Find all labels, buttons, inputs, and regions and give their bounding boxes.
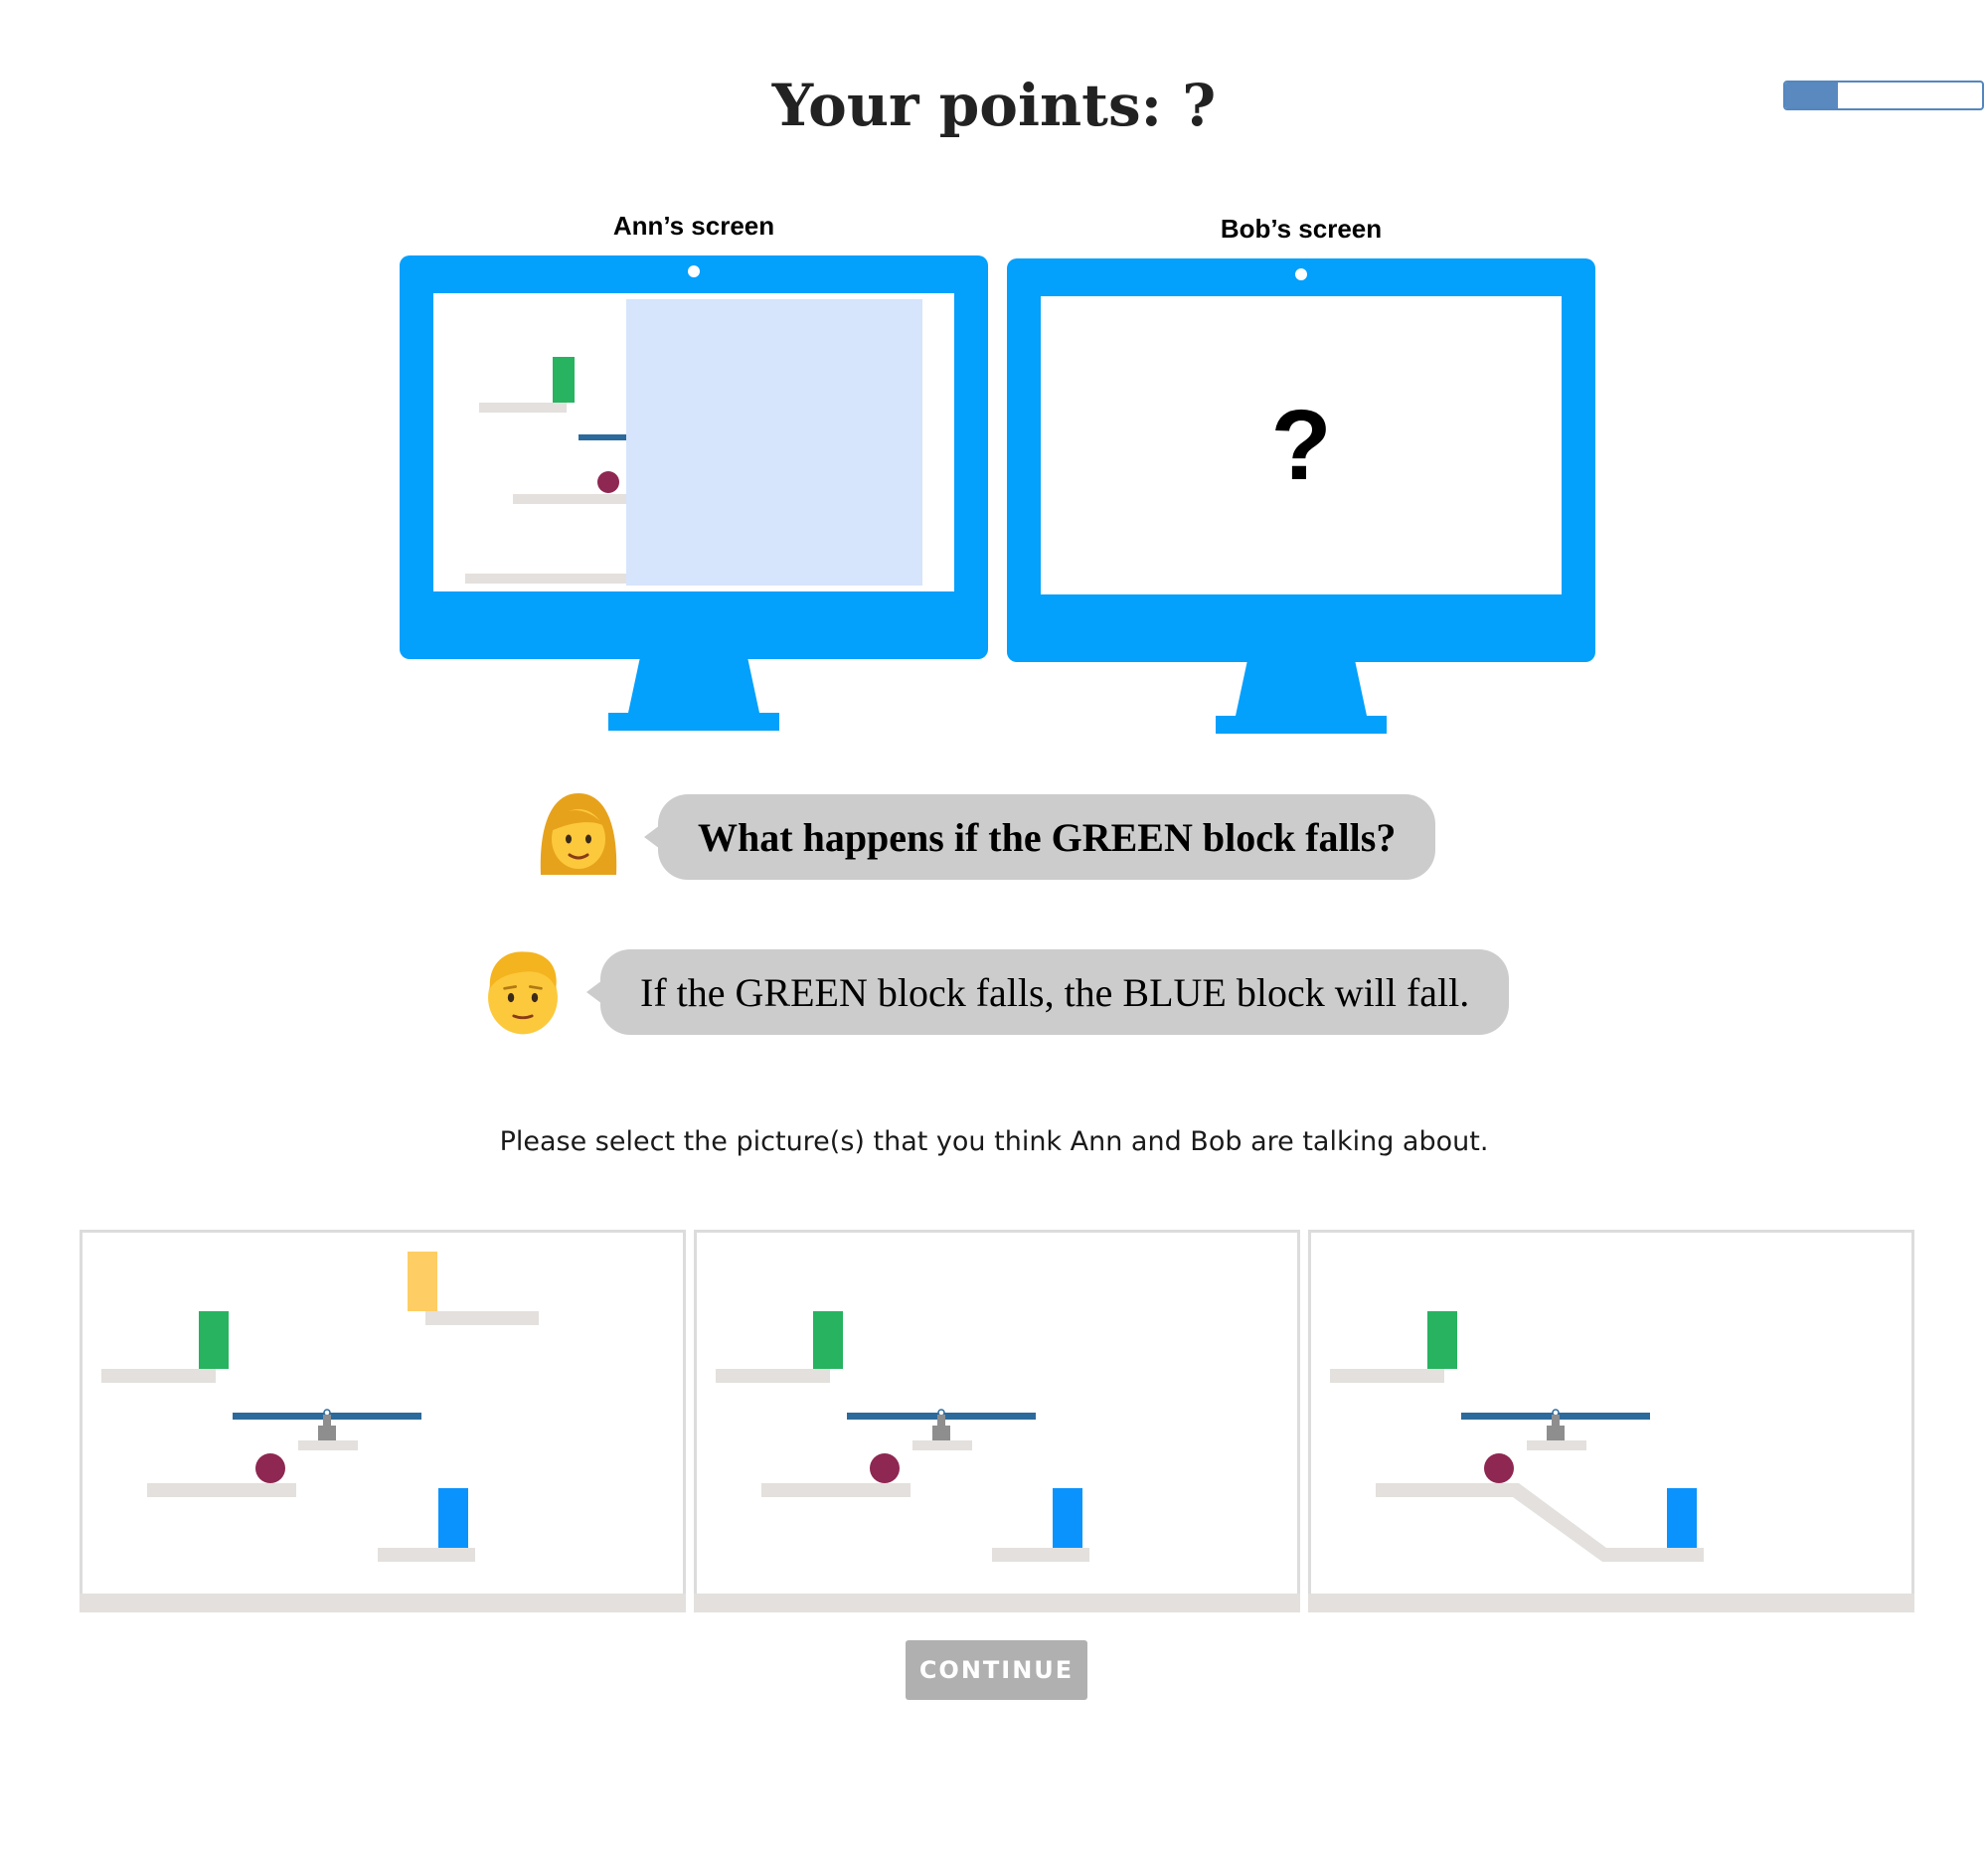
ann-monitor-frame (400, 255, 988, 659)
bob-avatar-icon (488, 951, 558, 1035)
bob-monitor-camera (1295, 268, 1307, 280)
bob-monitor-frame: ? (1007, 258, 1595, 662)
bob-message-row: If the GREEN block falls, the BLUE block… (477, 942, 1510, 1042)
choice-2-ground (694, 1594, 1300, 1612)
choice-1-ball (255, 1453, 285, 1483)
choice-3-ramp (1376, 1483, 1704, 1562)
ann-scene (465, 299, 922, 586)
ann-monitor-stand (608, 657, 779, 731)
choice-2-ledge-left (716, 1369, 830, 1383)
choice-1-yellow-block (408, 1252, 437, 1311)
ann-occluder (626, 299, 922, 586)
choice-1-pivot-base (298, 1440, 358, 1450)
picture-choice-3[interactable] (1308, 1230, 1914, 1612)
picture-choice-2[interactable] (694, 1230, 1300, 1612)
ann-monitor (400, 255, 988, 733)
continue-button[interactable]: CONTINUE (906, 1640, 1087, 1700)
ann-ledge-middle (513, 494, 652, 504)
choice-1-ground (80, 1594, 686, 1612)
ann-ledge-upper (479, 403, 567, 413)
picture-choice-1[interactable] (80, 1230, 686, 1612)
choice-1-ledge-middle (147, 1483, 296, 1497)
choice-2-green-block (813, 1311, 843, 1369)
choice-3-pivot-base (1527, 1440, 1586, 1450)
choice-1-blue-block (438, 1488, 468, 1548)
choice-1-ledge-bottom (378, 1548, 475, 1562)
choice-3-ground (1308, 1594, 1914, 1612)
ann-monitor-display (433, 293, 954, 591)
choice-3-blue-block (1667, 1488, 1697, 1548)
choice-1-green-block (199, 1311, 229, 1369)
ann-avatar-icon (540, 793, 617, 875)
choice-1-scene (80, 1230, 686, 1612)
ann-message-row: What happens if the GREEN block falls? (529, 787, 1436, 887)
ann-ball (597, 471, 619, 493)
bob-monitor-display: ? (1041, 296, 1562, 594)
choice-2-blue-block (1053, 1488, 1082, 1548)
choice-1-ledge-left (101, 1369, 216, 1383)
bob-screen-label: Bob’s screen (1220, 214, 1383, 244)
ann-speech-bubble: What happens if the GREEN block falls? (643, 794, 1436, 880)
selection-instruction: Please select the picture(s) that you th… (499, 1126, 1489, 1157)
ann-ledge-lower (465, 574, 684, 584)
progress-fill (1785, 83, 1839, 108)
bob-monitor-stand (1216, 660, 1387, 734)
choice-3-green-block (1427, 1311, 1457, 1369)
choice-3-ball (1484, 1453, 1514, 1483)
ann-monitor-camera (688, 265, 700, 277)
choice-2-ball (870, 1453, 900, 1483)
choice-2-scene (694, 1230, 1300, 1612)
progress-bar (1783, 81, 1984, 110)
choice-3-ledge-left (1330, 1369, 1444, 1383)
ann-green-block (553, 357, 575, 403)
choice-1-ledge-right (425, 1311, 539, 1325)
choice-2-ledge-middle (761, 1483, 911, 1497)
choice-3-scene (1308, 1230, 1914, 1612)
points-title: Your points: ? (771, 72, 1217, 139)
bob-unknown-mark: ? (1270, 389, 1332, 501)
bob-speech-bubble: If the GREEN block falls, the BLUE block… (585, 949, 1510, 1035)
choice-2-ledge-bottom (992, 1548, 1089, 1562)
ann-screen-label: Ann’s screen (612, 211, 775, 241)
choice-2-pivot-base (912, 1440, 972, 1450)
bob-monitor: ? (1007, 258, 1595, 736)
